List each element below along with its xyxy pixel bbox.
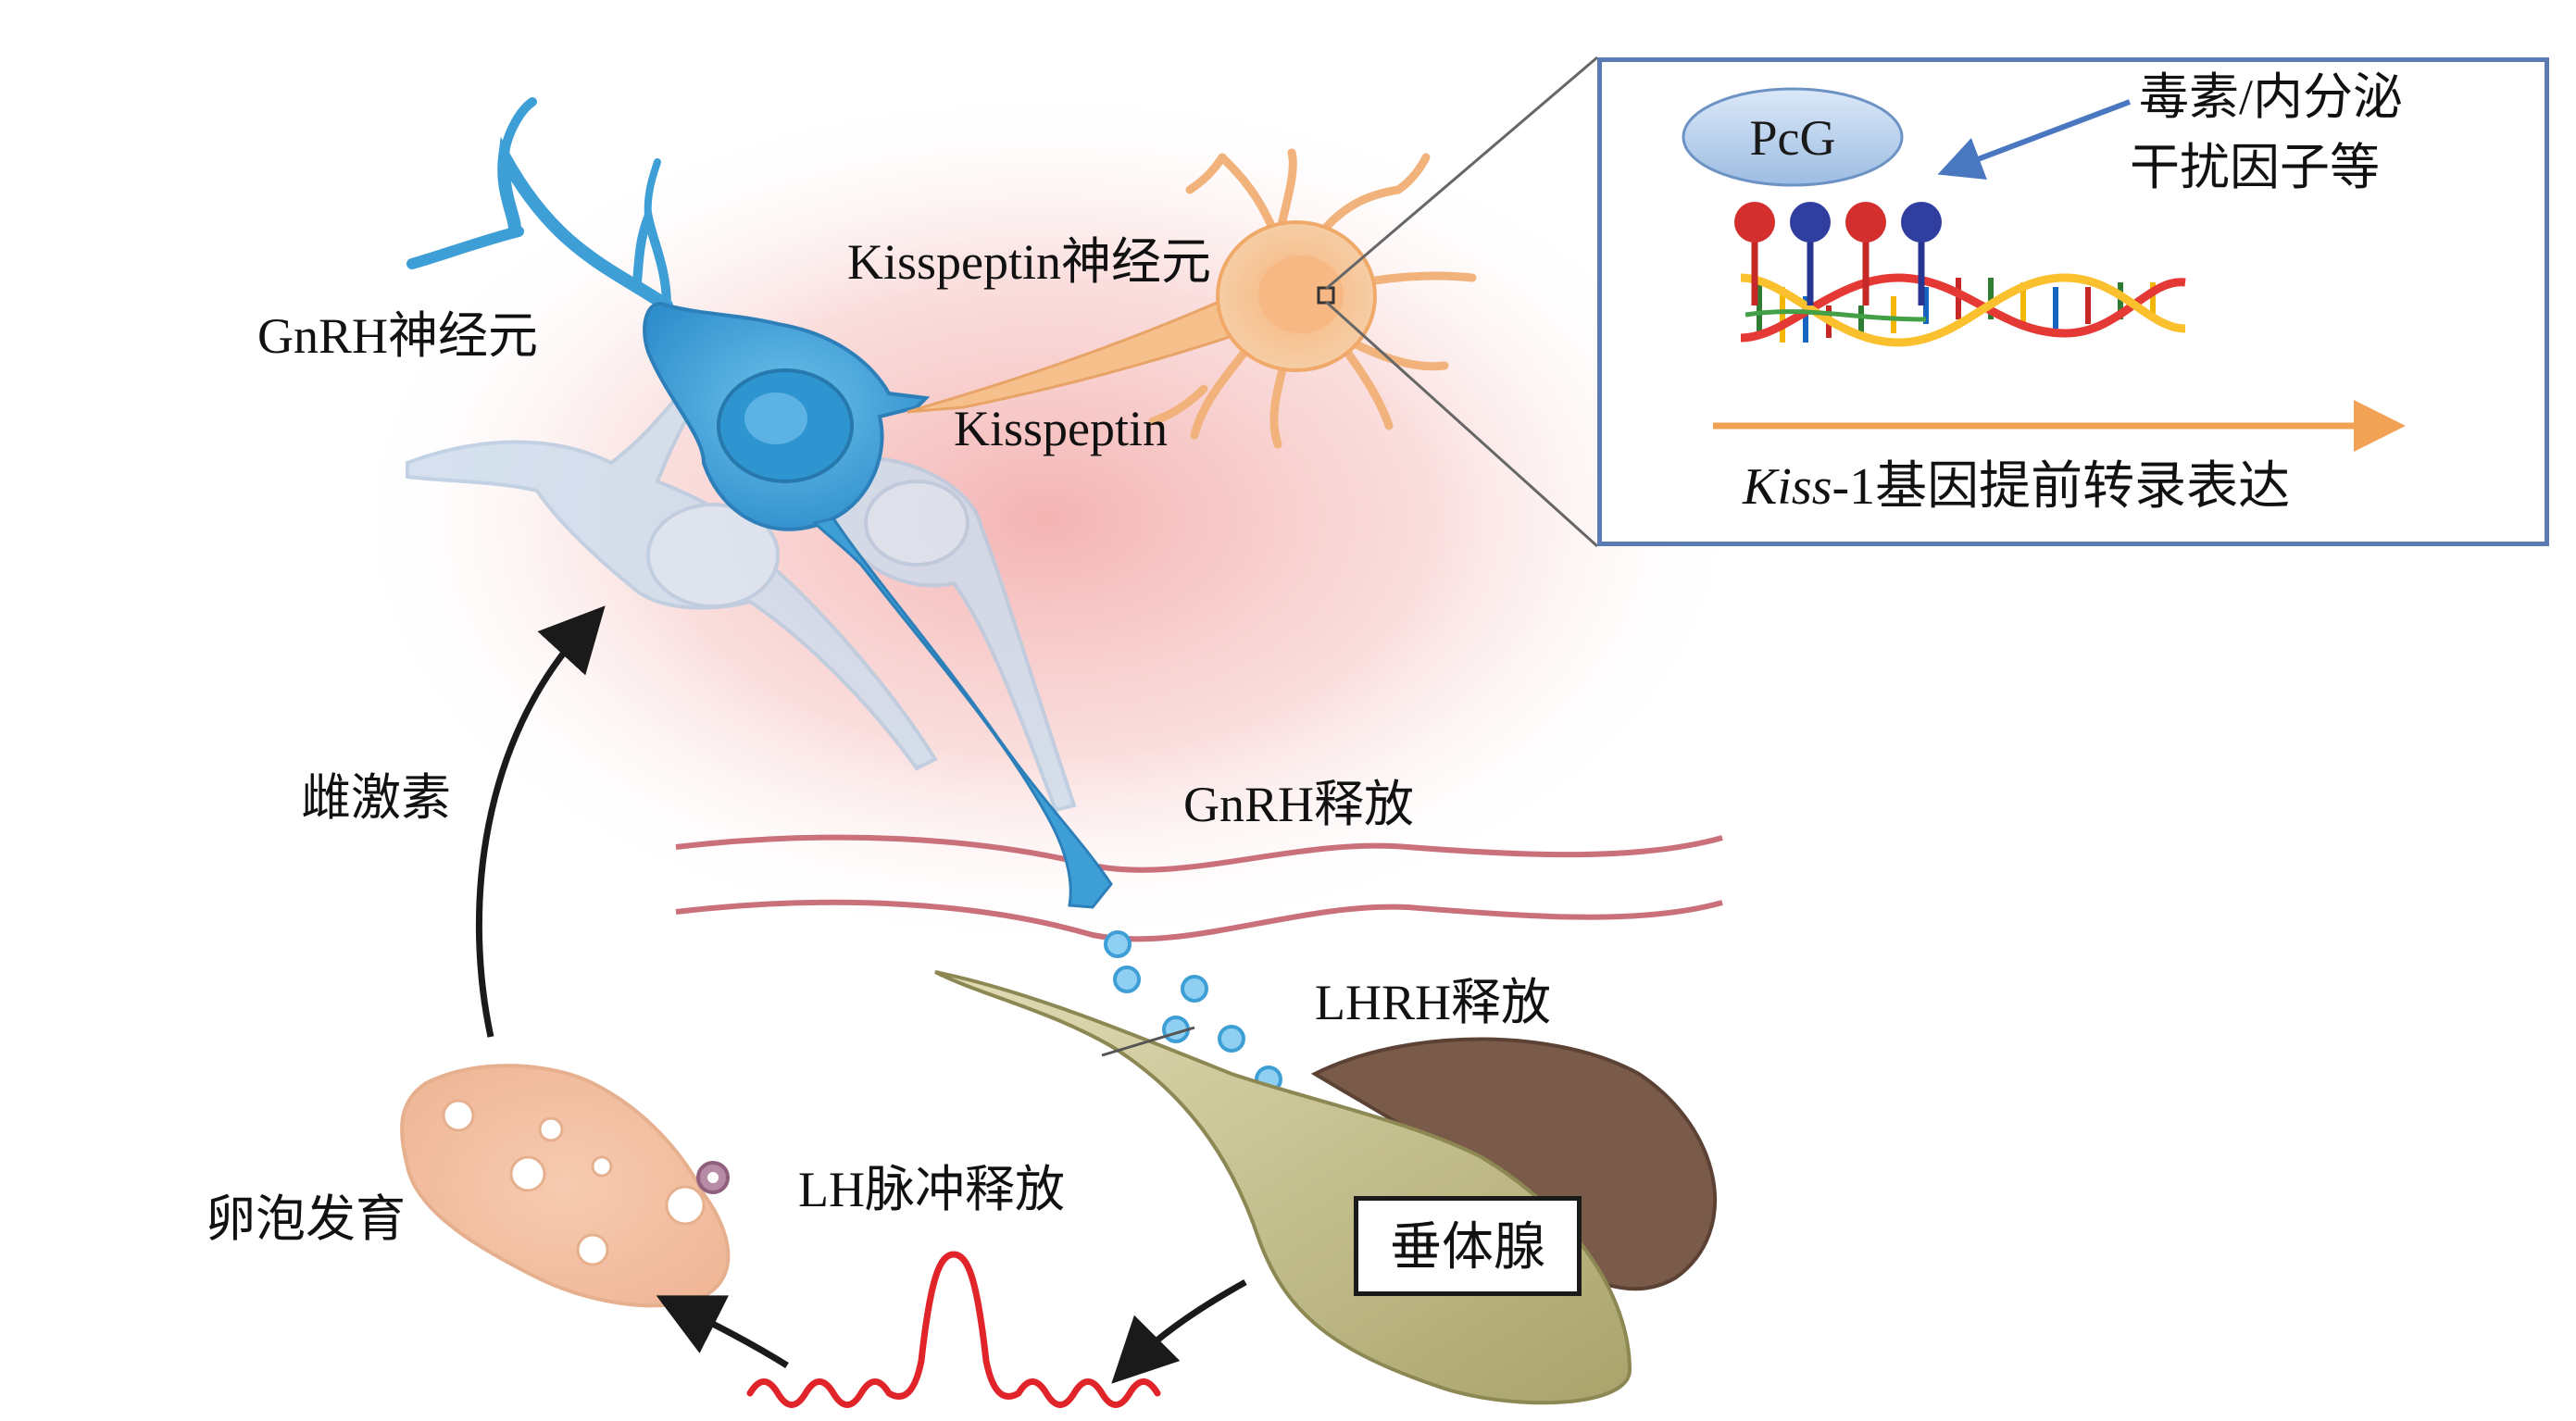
gnrh-release-label: GnRH释放: [1183, 777, 1415, 832]
lhrh-release-label: LHRH释放: [1315, 975, 1551, 1030]
zoom-lines: [1324, 56, 1599, 548]
portal-blood-vessel: [675, 834, 1723, 942]
estrogen-feedback-arrow: [475, 605, 606, 1038]
lh-pulse-waveform: [746, 1251, 1161, 1408]
estrogen-label: 雌激素: [301, 770, 451, 826]
kiss-gene-rest: -1基因提前转录表达: [1832, 458, 2291, 516]
pcg-label: PcG: [1749, 110, 1836, 166]
hypothalamus-glow: [343, 83, 1750, 954]
pituitary-to-pulse-arrow: [1111, 1278, 1247, 1384]
toxin-label-line2: 干扰因子等: [2130, 140, 2380, 195]
dna-helix: [1740, 273, 2186, 347]
gnrh-neuron-label: GnRH神经元: [257, 308, 539, 364]
pituitary-label-box: [1354, 1196, 1582, 1296]
pulse-to-ovary-arrow: [656, 1295, 789, 1368]
ovary: [400, 1064, 731, 1308]
background-gnrh-neurons: [406, 386, 1077, 813]
kisspeptin-neuron: [907, 148, 1477, 449]
toxin-arrow: [1937, 99, 2132, 180]
kiss-gene-name: Kiss: [1743, 458, 1832, 516]
follicle-development-label: 卵泡发育: [206, 1191, 406, 1247]
pituitary-label: 垂体腺: [1390, 1219, 1545, 1277]
feedback-arrows: [475, 605, 1247, 1384]
lh-pulse-release-label: LH脉冲释放: [798, 1162, 1065, 1217]
kiss1-expression-label: Kiss-1基因提前转录表达: [1743, 461, 2290, 513]
methylation-marks: [1734, 202, 1942, 305]
kisspeptin-neuron-label: Kisspeptin神经元: [847, 234, 1212, 290]
gnrh-neuron: [406, 97, 1113, 909]
pcg-oval: [1682, 87, 1904, 187]
kisspeptin-label: Kisspeptin: [954, 401, 1169, 456]
toxin-label-line1: 毒素/内分泌: [2139, 69, 2404, 125]
